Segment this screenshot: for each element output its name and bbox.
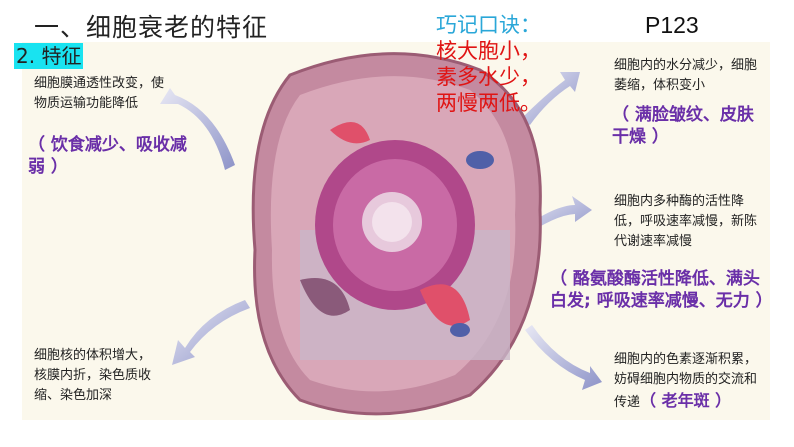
arrow-upper-left — [160, 88, 235, 170]
arrow-lower-left — [172, 300, 250, 365]
mnemonic-line: 两慢两低。 — [436, 91, 541, 115]
mnemonic-line: 素多水少， — [436, 65, 541, 89]
arrow-upper-right — [520, 72, 580, 125]
feature-enzyme-note: （ 酪氨酸酶活性降低、满头白发; 呼吸速率减慢、无力 ） — [550, 269, 773, 311]
feature-membrane-desc: 细胞膜通透性改变，使物质运输功能降低 — [34, 76, 165, 111]
feature-enzyme-desc: 细胞内多种酶的活性降低，呼吸速率减慢，新陈代谢速率减慢 — [614, 194, 758, 249]
feature-membrane-note: （ 饮食减少、吸收减弱 ） — [28, 135, 187, 177]
page-reference: P123 — [645, 12, 699, 38]
mnemonic-line: 核大胞小， — [436, 39, 541, 63]
mnemonic-heading: 巧记口诀： — [436, 13, 541, 37]
feature-pigment-note: （ 老年斑 ） — [640, 391, 732, 410]
feature-water-note: （ 满脸皱纹、皮肤干燥 ） — [612, 105, 754, 147]
feature-pigment-desc: 细胞内的色素逐渐积累，妨碍细胞内物质的交流和传递（ 老年斑 ） — [614, 350, 764, 413]
section-heading: 2. 特征 — [14, 43, 84, 69]
slide-title: 一、细胞衰老的特征 — [34, 13, 269, 42]
feature-pigment-text: 细胞内的色素逐渐积累，妨碍细胞内物质的交流和传递 — [614, 352, 758, 410]
arrow-lower-right — [525, 325, 602, 390]
cell — [251, 52, 542, 416]
feature-water-desc: 细胞内的水分减少，细胞萎缩，体积变小 — [614, 58, 758, 93]
mnemonic: 核大胞小， 素多水少， 两慢两低。 — [436, 38, 541, 116]
feature-nucleus-desc: 细胞核的体积增大，核膜内折，染色质收缩、染色加深 — [34, 348, 152, 403]
